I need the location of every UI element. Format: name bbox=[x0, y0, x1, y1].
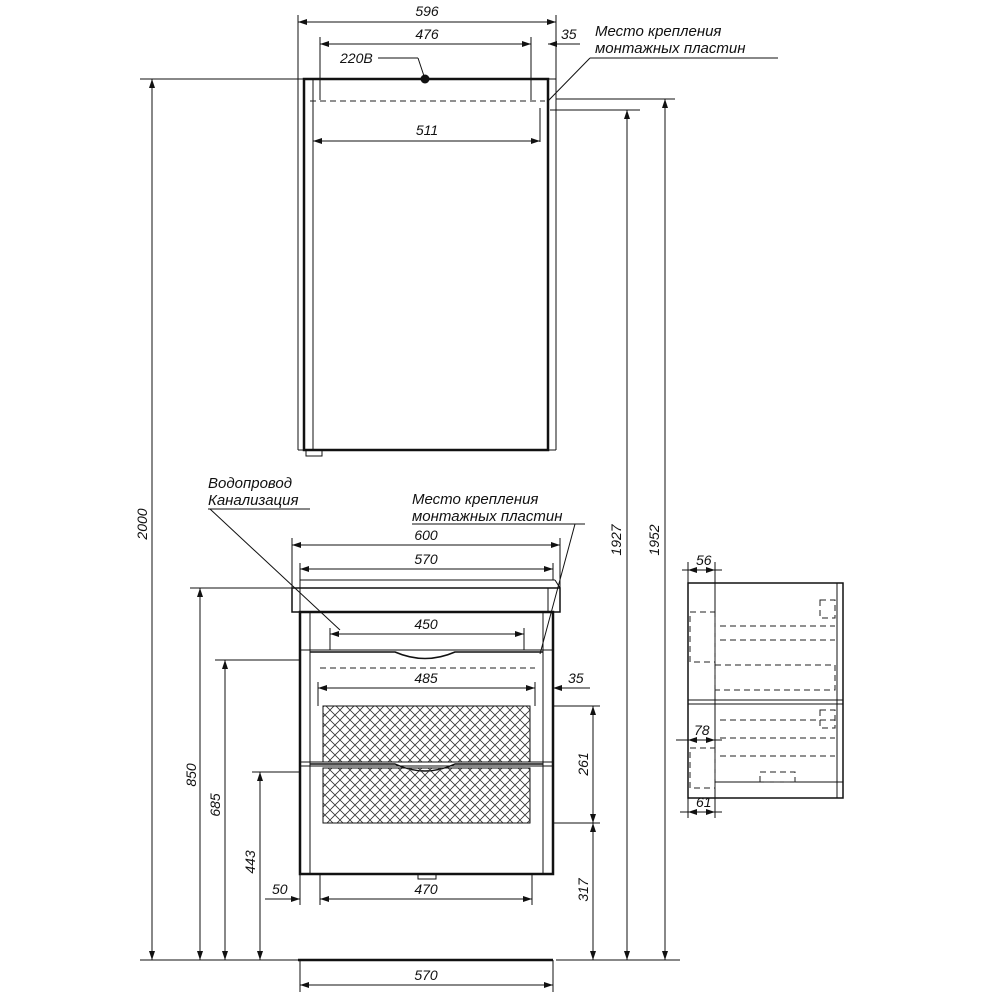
dim-1927: 1927 bbox=[608, 523, 624, 555]
basin-top bbox=[291, 587, 561, 613]
dim-476: 476 bbox=[415, 26, 439, 42]
water-supply-label: Водопровод bbox=[208, 475, 292, 492]
mirror-mount-label-2: монтажных пластин bbox=[595, 40, 745, 57]
dim-50: 50 bbox=[272, 881, 288, 897]
dim-570-bottom: 570 bbox=[414, 967, 438, 983]
lower-drawer-hatch bbox=[322, 767, 531, 824]
dim-596: 596 bbox=[415, 3, 439, 19]
vanity-mount-label-2: монтажных пластин bbox=[412, 508, 562, 525]
dim-470: 470 bbox=[414, 881, 438, 897]
power-outlet-dot bbox=[420, 74, 430, 84]
dim-56: 56 bbox=[696, 552, 712, 568]
mirror-cabinet: 220В 596 476 35 511 Место крепления монт… bbox=[297, 3, 778, 457]
dim-317: 317 bbox=[575, 877, 591, 902]
overall-height-dims: 2000 1927 1952 bbox=[134, 78, 680, 961]
dim-511: 511 bbox=[416, 122, 438, 138]
dim-35-vanity: 35 bbox=[568, 670, 584, 686]
dim-850: 850 bbox=[183, 763, 199, 787]
power-label: 220В bbox=[339, 50, 373, 66]
dim-78: 78 bbox=[694, 722, 710, 738]
dim-600: 600 bbox=[414, 527, 438, 543]
dim-685: 685 bbox=[207, 793, 223, 817]
dim-2000: 2000 bbox=[134, 508, 150, 540]
side-view-outline bbox=[687, 582, 844, 799]
vanity-unit: 600 570 450 485 35 850 bbox=[183, 475, 600, 992]
vanity-mount-label-1: Место крепления bbox=[412, 491, 538, 508]
sewage-label: Канализация bbox=[208, 492, 299, 509]
dim-450: 450 bbox=[414, 616, 438, 632]
upper-drawer-handle bbox=[310, 651, 543, 660]
dim-35-top: 35 bbox=[561, 26, 577, 42]
dim-61: 61 bbox=[696, 794, 712, 810]
dim-443: 443 bbox=[242, 850, 258, 874]
side-view: 56 78 61 bbox=[676, 552, 844, 818]
mirror-mount-label-1: Место крепления bbox=[595, 23, 721, 40]
upper-drawer-hatch bbox=[322, 705, 531, 763]
dim-1952: 1952 bbox=[646, 524, 662, 555]
dim-570-top: 570 bbox=[414, 551, 438, 567]
dim-261: 261 bbox=[575, 752, 591, 776]
dim-485: 485 bbox=[414, 670, 438, 686]
